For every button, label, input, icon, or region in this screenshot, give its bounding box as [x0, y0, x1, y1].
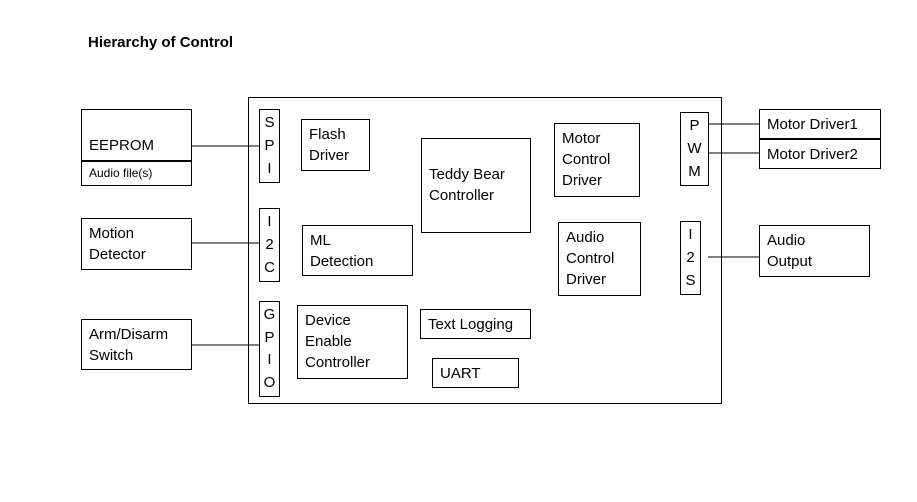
- motor-driver1-block: Motor Driver1: [759, 109, 881, 139]
- eeprom-audio-files-label: Audio file(s): [82, 160, 191, 185]
- motor-control-driver-block: Motor Control Driver: [554, 123, 640, 197]
- diagram-title: Hierarchy of Control: [88, 34, 234, 51]
- motion-detector-block: Motion Detector: [81, 218, 192, 270]
- i2c-interface: I 2 C: [259, 208, 280, 282]
- device-enable-controller-block: Device Enable Controller: [297, 305, 408, 379]
- gpio-interface: G P I O: [259, 301, 280, 397]
- eeprom-block: EEPROM Audio file(s): [81, 109, 192, 186]
- controller-boundary: [248, 97, 722, 404]
- uart-block: UART: [432, 358, 519, 388]
- arm-disarm-switch-block: Arm/Disarm Switch: [81, 319, 192, 370]
- spi-interface: S P I: [259, 109, 280, 183]
- teddy-bear-controller-block: Teddy Bear Controller: [421, 138, 531, 233]
- eeprom-label: EEPROM: [89, 137, 155, 154]
- ml-detection-block: ML Detection: [302, 225, 413, 276]
- audio-control-driver-block: Audio Control Driver: [558, 222, 641, 296]
- motor-driver2-block: Motor Driver2: [759, 139, 881, 169]
- flash-driver-block: Flash Driver: [301, 119, 370, 171]
- text-logging-block: Text Logging: [420, 309, 531, 339]
- audio-output-block: Audio Output: [759, 225, 870, 277]
- i2s-interface: I 2 S: [680, 221, 701, 295]
- pwm-interface: P W M: [680, 112, 709, 186]
